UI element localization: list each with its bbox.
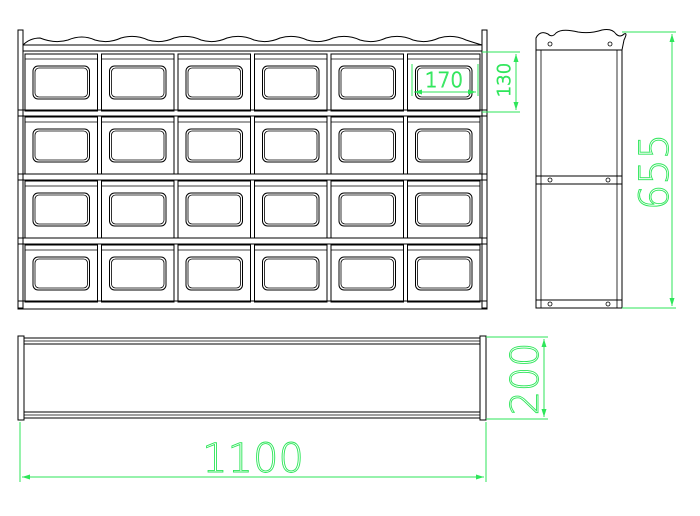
- bin-grid: [17, 53, 488, 303]
- shelf-rail: [17, 237, 488, 245]
- bin-label-window: [415, 128, 473, 163]
- bin-label-window-inner: [264, 67, 318, 98]
- top-rail: [22, 44, 483, 52]
- side-hole: [607, 41, 613, 47]
- bin-label-window-inner: [340, 67, 394, 98]
- bin-label-window-inner: [417, 258, 471, 289]
- dim-arrow: [541, 339, 547, 347]
- bin-label-window-inner: [187, 194, 241, 225]
- bin-label-window-inner: [417, 67, 471, 98]
- dim-bin-width-label: 170: [425, 68, 463, 92]
- bin-label-window: [185, 65, 243, 100]
- bin-label-window-inner: [187, 258, 241, 289]
- bin-label-window: [262, 256, 320, 291]
- bin-label-window: [338, 65, 396, 100]
- side-hole: [605, 301, 611, 307]
- bin-label-window: [109, 65, 167, 100]
- bin-label-window: [109, 256, 167, 291]
- bin-label-window: [415, 65, 473, 100]
- bin-label-window-inner: [264, 258, 318, 289]
- bin-label-window-inner: [34, 67, 88, 98]
- bin-label-window: [415, 256, 473, 291]
- bin-label-window-inner: [111, 130, 165, 161]
- bin-label-window-inner: [264, 130, 318, 161]
- dim-arrow: [476, 474, 484, 480]
- bin-label-window-inner: [34, 130, 88, 161]
- bin-label-window-inner: [34, 258, 88, 289]
- bin-label-window-inner: [111, 194, 165, 225]
- dim-arrow: [468, 89, 476, 95]
- dim-height-label: 655: [632, 134, 678, 210]
- top-view: [17, 335, 487, 421]
- dim-arrow: [414, 89, 422, 95]
- top-right-post: [479, 335, 487, 421]
- side-hole: [547, 41, 553, 47]
- dim-arrow: [22, 474, 30, 480]
- bin-label-window: [262, 192, 320, 227]
- bin-label-window: [262, 65, 320, 100]
- bin-label-window: [109, 192, 167, 227]
- dim-bin-height-label: 130: [494, 63, 515, 97]
- bin-label-window-inner: [264, 194, 318, 225]
- bin-label-window: [262, 128, 320, 163]
- bin-label-window-inner: [340, 194, 394, 225]
- bin-label-window: [32, 128, 90, 163]
- bin-label-window: [185, 192, 243, 227]
- bin-label-window-inner: [111, 67, 165, 98]
- left-post: [17, 29, 24, 309]
- side-hole: [547, 301, 553, 307]
- bin-label-window-inner: [111, 258, 165, 289]
- right-post: [481, 29, 488, 309]
- bin-label-window-inner: [340, 258, 394, 289]
- side-hole: [605, 177, 611, 183]
- bin-label-window-inner: [340, 130, 394, 161]
- side-hole: [547, 177, 553, 183]
- dim-arrow: [513, 54, 519, 62]
- bin-label-window-inner: [34, 194, 88, 225]
- bin-label-window: [109, 128, 167, 163]
- bin-label-window-inner: [417, 130, 471, 161]
- dim-arrow: [541, 409, 547, 417]
- bin-label-window: [185, 256, 243, 291]
- shelf-rail: [17, 109, 488, 117]
- bin-label-window: [32, 192, 90, 227]
- side-bottom: [535, 299, 623, 309]
- bin-label-window-inner: [187, 67, 241, 98]
- dim-arrow: [669, 34, 675, 42]
- bin-label-window: [338, 256, 396, 291]
- side-frame: [535, 49, 623, 309]
- bin-label-window: [338, 128, 396, 163]
- dim-arrow: [513, 102, 519, 110]
- dim-depth-label: 200: [503, 343, 547, 416]
- bottom-rail: [17, 300, 488, 310]
- dim-width-label: 1100: [202, 436, 304, 482]
- side-decorative-top: [535, 29, 627, 51]
- front-view: [17, 29, 488, 310]
- bin-label-window-inner: [417, 194, 471, 225]
- wavy-top-edge: [22, 35, 483, 46]
- side-view: [535, 29, 627, 309]
- bin-label-window-inner: [187, 130, 241, 161]
- bin-label-window: [185, 128, 243, 163]
- bin-label-window: [415, 192, 473, 227]
- bin-label-window: [32, 65, 90, 100]
- side-mid-shelf: [535, 175, 623, 185]
- dimensions: 170 130 655 200 1100: [19, 31, 678, 482]
- bin-label-window: [32, 256, 90, 291]
- shelf-rail: [17, 173, 488, 181]
- top-left-post: [17, 335, 25, 421]
- dim-arrow: [669, 298, 675, 306]
- bin-label-window: [338, 192, 396, 227]
